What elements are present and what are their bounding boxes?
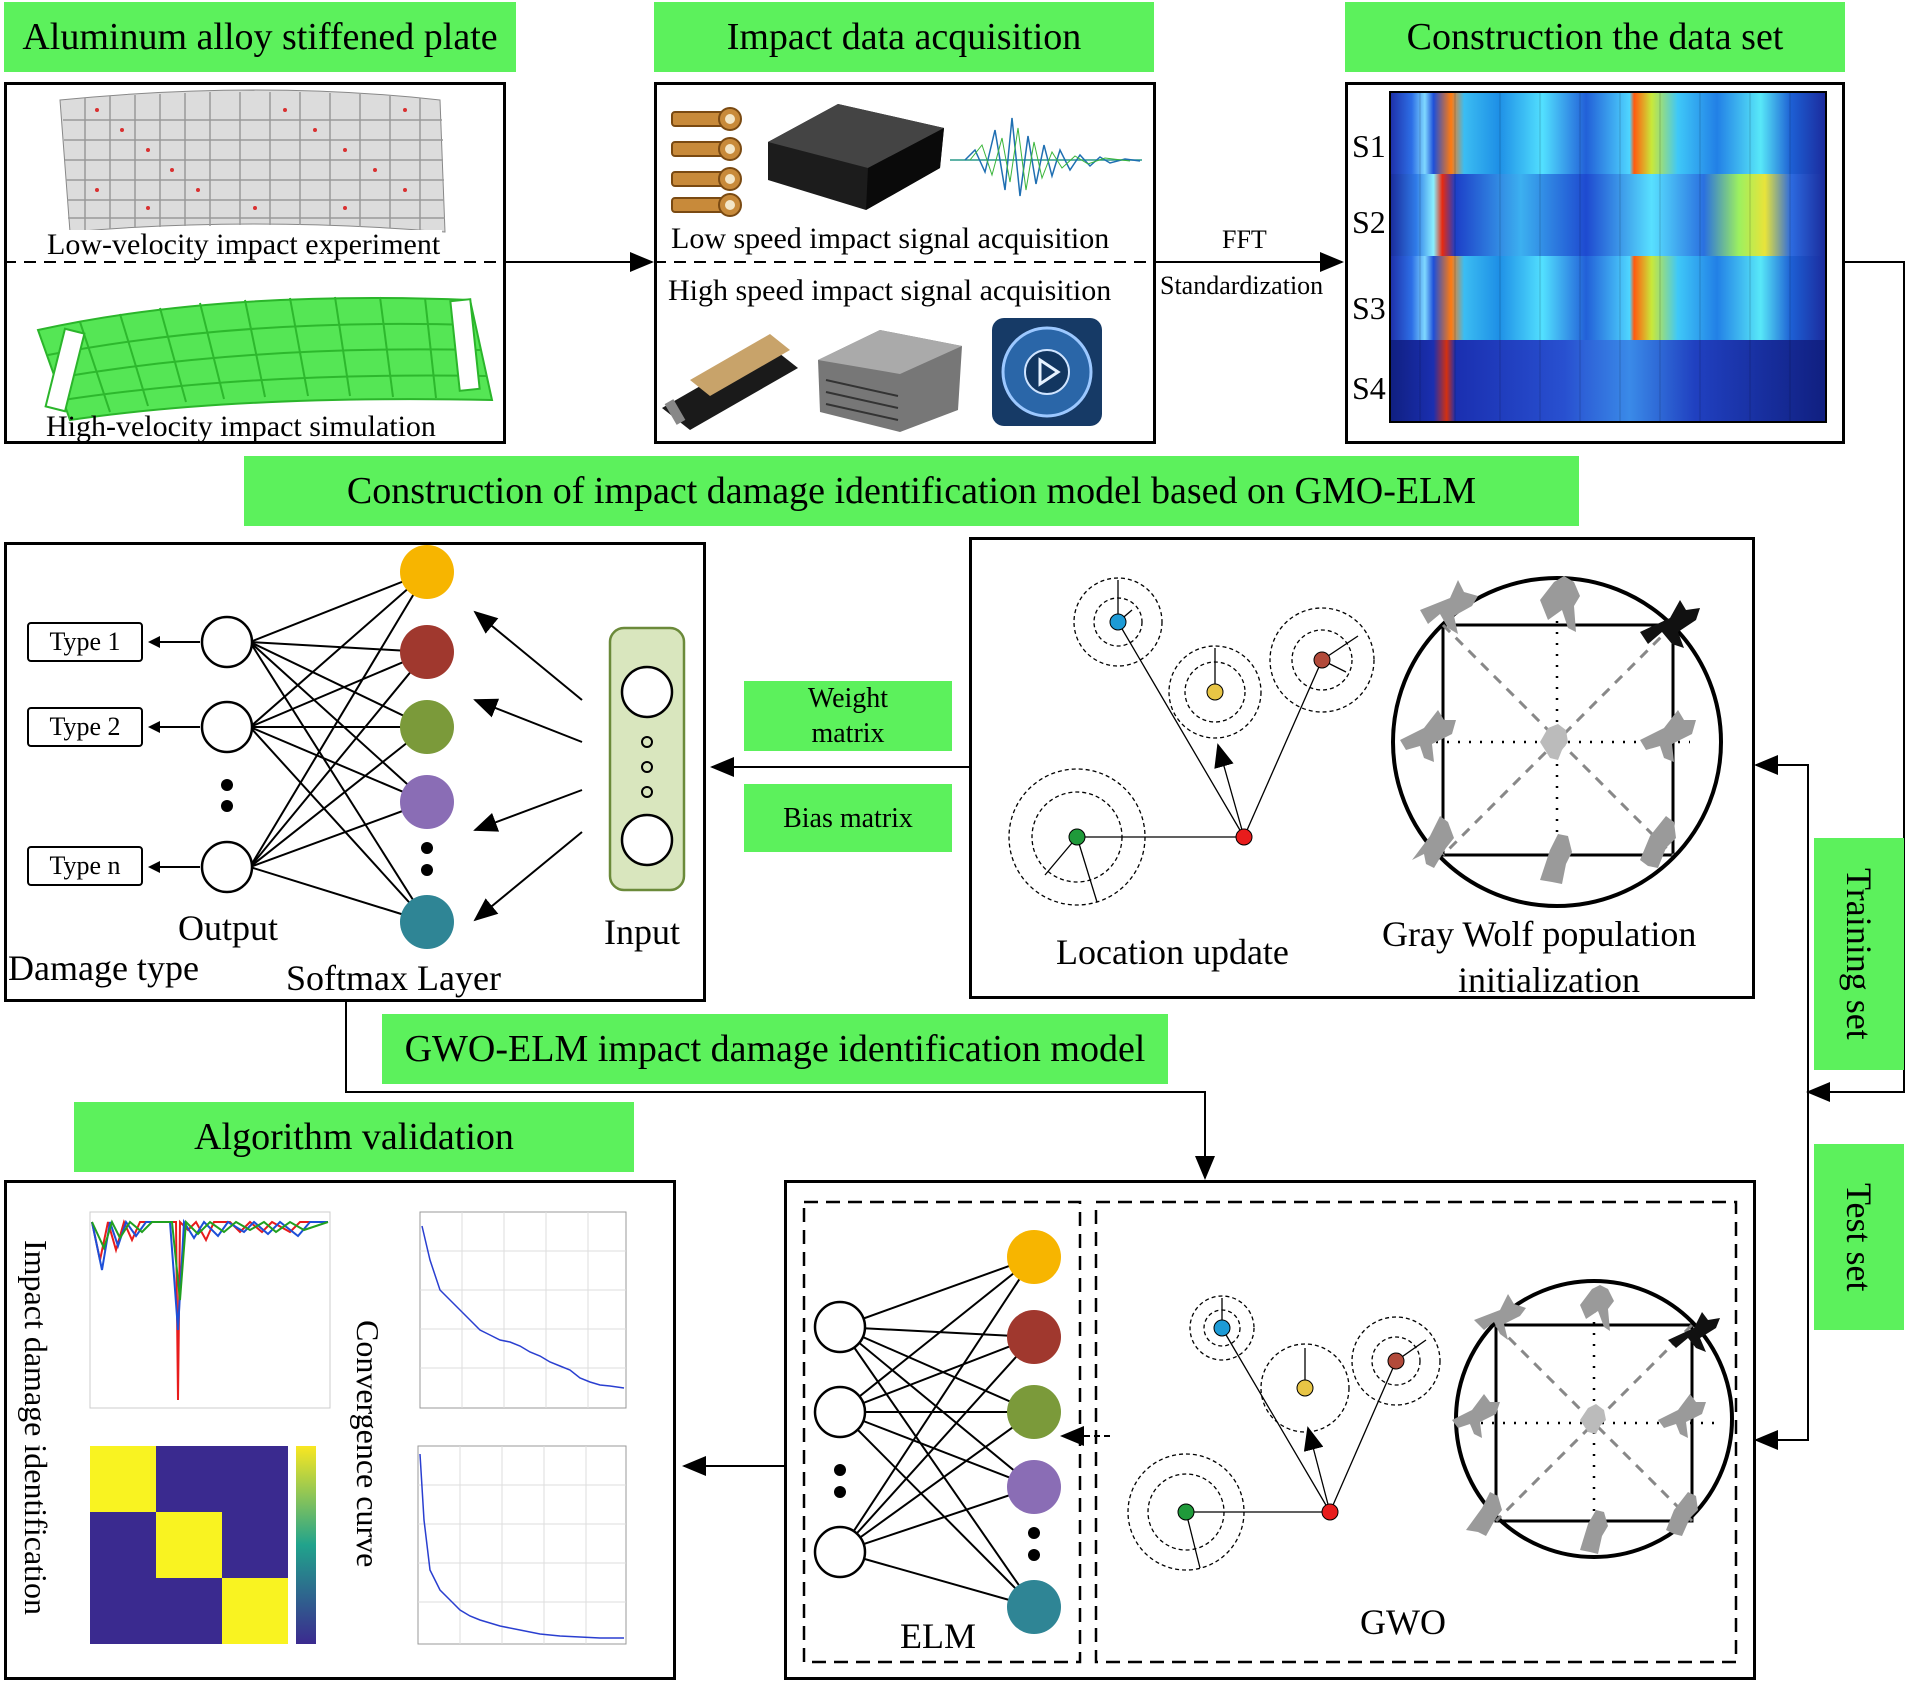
plate-model — [36, 296, 494, 422]
identification-plot — [89, 1211, 331, 1409]
convergence-plot-2 — [417, 1445, 627, 1645]
piezo-sensors-icon — [671, 107, 742, 217]
test-set-arrow — [1754, 1092, 1809, 1450]
dataset-row-s4: S4 — [1352, 370, 1386, 406]
gwo-panel — [969, 537, 1755, 999]
gpu-card-icon — [662, 334, 798, 430]
output-label: Output — [178, 908, 279, 948]
dataset-heatmap — [1389, 91, 1827, 423]
simulation-software-icon — [992, 318, 1102, 426]
alpha-wolf-icon — [1640, 600, 1700, 648]
high-speed-label: High speed impact signal acquisition — [668, 274, 1112, 307]
dataset-row-s3: S3 — [1352, 290, 1386, 326]
type-n-box: Type n — [27, 846, 143, 886]
confusion-matrix — [90, 1446, 316, 1644]
elm-input-nodes — [813, 1300, 867, 1579]
low-speed-label: Low speed impact signal acquisition — [671, 222, 1110, 255]
weight-matrix-badge: Weight matrix — [744, 681, 952, 751]
elm-label: ELM — [900, 1616, 976, 1656]
elm-connections — [839, 1256, 1035, 1608]
output-nodes — [200, 615, 254, 894]
damage-type-label: Damage type — [8, 948, 199, 988]
gwo-wolf-diagram — [1452, 1279, 1734, 1559]
type-2-box: Type 2 — [27, 707, 143, 747]
standardization-label: Standardization — [1160, 271, 1324, 300]
network-connections — [249, 571, 428, 923]
input-to-softmax-arrows — [473, 610, 583, 922]
dataset-row-s1: S1 — [1352, 128, 1386, 164]
training-set-arrow — [1754, 755, 1809, 1092]
identification-label: Impact damage identification — [18, 1240, 54, 1615]
location-update-diagram — [1008, 577, 1375, 906]
elm-input-ellipsis — [834, 1464, 846, 1498]
gwo-label: GWO — [1360, 1602, 1446, 1642]
location-update-label: Location update — [1056, 932, 1289, 972]
population-label-line2: initialization — [1458, 960, 1640, 1000]
fft-label: FFT — [1222, 225, 1267, 254]
elm-output-nodes — [1007, 1230, 1061, 1634]
wolf-population-diagram — [1391, 576, 1723, 908]
type-1-box: Type 1 — [27, 622, 143, 662]
validation-title: Algorithm validation — [74, 1102, 634, 1172]
model-construction-title: Construction of impact damage identifica… — [244, 456, 1579, 526]
prey-icon — [1540, 724, 1568, 760]
elm-output-ellipsis — [1028, 1527, 1040, 1561]
data-acquisition-box-icon — [768, 104, 944, 210]
low-velocity-label: Low-velocity impact experiment — [45, 228, 443, 261]
softmax-label: Softmax Layer — [286, 958, 501, 998]
training-set-badge: Training set — [1814, 838, 1904, 1070]
test-set-badge: Test set — [1814, 1144, 1904, 1330]
dataset-row-s2: S2 — [1352, 204, 1386, 240]
acquisition-title: Impact data acquisition — [654, 2, 1154, 72]
type-arrows — [148, 636, 200, 873]
dataset-title: Construction the data set — [1345, 2, 1845, 72]
input-layer — [608, 626, 686, 892]
plate-title: Aluminum alloy stiffened plate — [4, 2, 516, 72]
impact-waveform-icon — [950, 117, 1142, 197]
input-label: Input — [604, 912, 680, 952]
softmax-ellipsis — [421, 842, 433, 876]
model-connector — [345, 1002, 1215, 1180]
gwo-elm-model-title: GWO-ELM impact damage identification mod… — [382, 1014, 1168, 1084]
softmax-nodes — [400, 545, 454, 949]
bias-matrix-badge: Bias matrix — [744, 784, 952, 852]
dataset-connector — [1806, 261, 1905, 1102]
high-velocity-label: High-velocity impact simulation — [46, 410, 436, 443]
convergence-label: Convergence curve — [350, 1320, 386, 1568]
output-ellipsis — [221, 779, 233, 812]
gwo-location-diagram — [1127, 1295, 1441, 1571]
convergence-plot-1 — [419, 1211, 627, 1409]
gwo-dashed-frame — [1094, 1200, 1738, 1664]
server-rack-icon — [818, 330, 962, 432]
population-label-line1: Gray Wolf population — [1382, 914, 1697, 954]
gray-wolf-icons — [1400, 576, 1696, 884]
plate-photo — [59, 89, 446, 233]
